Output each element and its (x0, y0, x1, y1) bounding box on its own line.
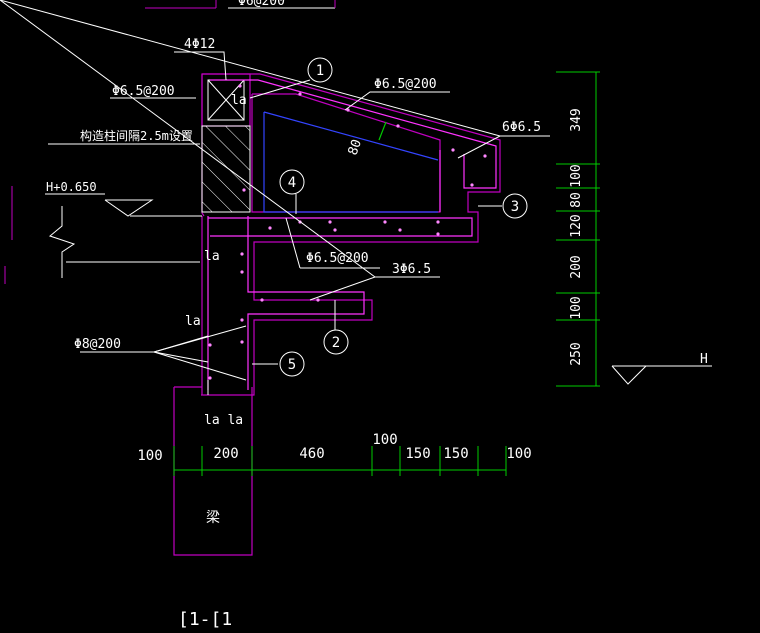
dim-right-3: 120 (569, 214, 584, 237)
right-dim-chain (556, 71, 600, 387)
dim-bottom-3: 100 (372, 432, 397, 448)
callout-1-label: 1 (316, 63, 324, 79)
dim-right-4: 200 (569, 255, 584, 278)
wall-break (48, 206, 76, 278)
callout-2 (323, 329, 349, 355)
col-stirrup-label: Φ6.5@200 (112, 84, 175, 99)
dim-right-6: 250 (569, 342, 584, 365)
dim-bottom-1: 200 (213, 446, 238, 462)
la-label-col: la (231, 93, 247, 108)
datum-label: H (700, 352, 708, 367)
dim-bottom-4: 150 (405, 446, 430, 462)
bottom-dim-chain (173, 446, 507, 476)
hatched-column (201, 125, 251, 213)
la-label-wall: la (185, 314, 201, 329)
slab-bar-label: Φ6.5@200 (306, 251, 369, 266)
la-label-slab: la (204, 249, 220, 264)
top-fragment-text: Φ6@200 (238, 0, 285, 9)
datum-symbol (611, 365, 712, 385)
dim-bottom-0: 100 (137, 448, 162, 464)
roof-rebar (207, 79, 497, 390)
callout-3-label: 3 (511, 199, 519, 215)
top-bars-label: 4Φ12 (184, 37, 215, 52)
section-title: [1-[1 (178, 609, 232, 630)
leaders (0, 0, 550, 395)
top-fragment: Φ6@200 (145, 0, 336, 9)
callouts (279, 57, 528, 377)
callout-4 (279, 169, 305, 195)
beam-label: 梁 (206, 510, 220, 526)
callout-5-label: 5 (288, 357, 296, 373)
dim-bottom-6: 100 (506, 446, 531, 462)
elevation-label: H+0.650 (46, 180, 97, 194)
callout-5 (279, 351, 305, 377)
dim-right-5: 100 (569, 296, 584, 319)
ledge-bars-label: 3Φ6.5 (392, 262, 431, 277)
wall-bars-label: Φ8@200 (74, 337, 121, 352)
callout-2-label: 2 (332, 335, 340, 351)
callout-3 (502, 193, 528, 219)
dim-right-1: 100 (569, 164, 584, 187)
dim-right-0: 349 (569, 108, 584, 131)
tip-bars-label: 6Φ6.5 (502, 120, 541, 135)
roof-bar-label: Φ6.5@200 (374, 77, 437, 92)
thickness-dim (378, 121, 387, 141)
dim-bottom-2: 460 (299, 446, 324, 462)
dim-bottom-5: 150 (443, 446, 468, 462)
callout-4-label: 4 (288, 175, 296, 191)
wall-note: 构造柱间隔2.5m设置 (80, 128, 193, 143)
dim-right-2: 80 (569, 192, 584, 208)
callout-1 (307, 57, 333, 83)
left-edge-marks (4, 186, 13, 284)
rebar-dots (208, 84, 487, 380)
la-pair-label: la la (204, 413, 243, 428)
thickness-label: 80 (346, 138, 365, 158)
